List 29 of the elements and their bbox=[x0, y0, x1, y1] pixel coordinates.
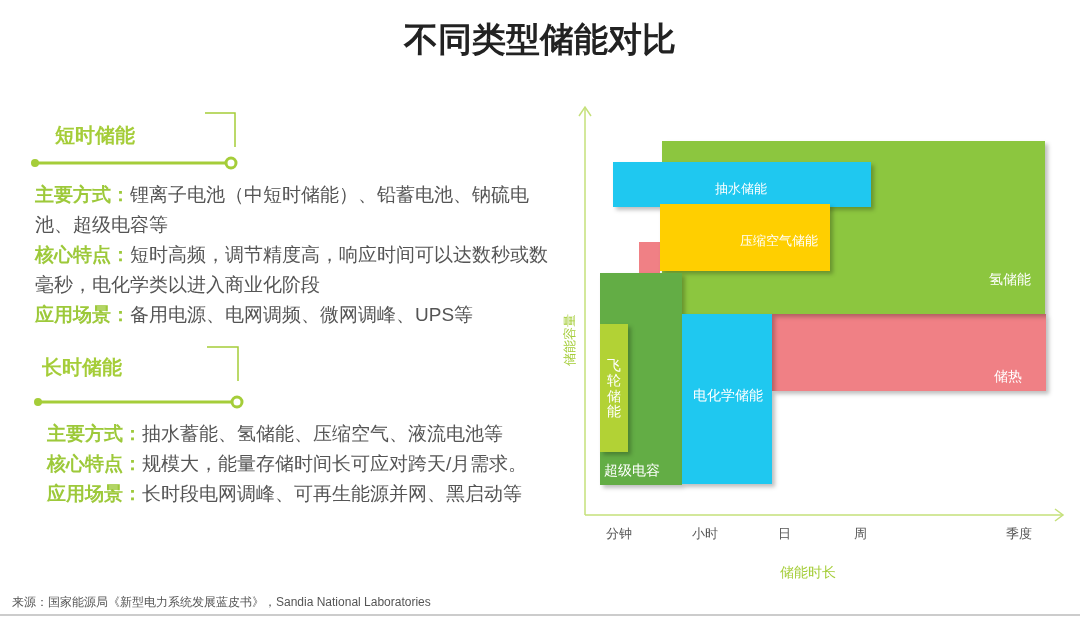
description-text: 核心特点：规模大，能量存储时间长可应对跨天/月需求。 bbox=[47, 452, 529, 476]
axis-tick-label: 周 bbox=[854, 525, 867, 543]
block-label: 储热 bbox=[994, 367, 1022, 386]
block-label: 氢储能 bbox=[989, 270, 1031, 289]
storage-range-block bbox=[772, 314, 1046, 391]
description-text: 主要方式：抽水蓄能、氢储能、压缩空气、液流电池等 bbox=[47, 422, 504, 446]
block-label: 飞轮储能 bbox=[607, 358, 621, 420]
description-text: 核心特点：短时高频，调节精度高，响应时间可以达数秒或数毫秒，电化学类以进入商业化阶段 bbox=[35, 243, 549, 297]
block-label: 压缩空气储能 bbox=[740, 232, 818, 250]
axis-tick-label: 日 bbox=[778, 525, 791, 543]
storage-range-block bbox=[600, 324, 628, 452]
block-label: 超级电容 bbox=[604, 461, 660, 480]
description-text: 主要方式：锂离子电池（中短时储能）、铅蓄电池、钠硫电池、超级电容等 bbox=[35, 183, 530, 237]
axis-tick-label: 季度 bbox=[1006, 525, 1032, 543]
storage-range-block bbox=[613, 162, 871, 207]
axis-title: 储能时长 bbox=[780, 563, 836, 582]
description-text: 应用场景：备用电源、电网调频、微网调峰、UPS等 bbox=[35, 303, 475, 327]
storage-range-block bbox=[682, 314, 772, 484]
axis-tick-label: 分钟 bbox=[606, 525, 632, 543]
section-heading: 短时储能 bbox=[55, 123, 135, 148]
block-label: 电化学储能 bbox=[693, 386, 763, 405]
description-text: 应用场景：长时段电网调峰、可再生能源并网、黑启动等 bbox=[47, 482, 523, 506]
title: 不同类型储能对比 bbox=[402, 19, 677, 60]
storage-range-block bbox=[600, 273, 682, 485]
section-heading: 长时储能 bbox=[42, 355, 122, 380]
axis-tick-label: 小时 bbox=[692, 525, 718, 543]
block-label: 抽水储能 bbox=[715, 180, 767, 198]
axis-title: 储能容量 bbox=[561, 312, 579, 368]
source-note: 来源：国家能源局《新型电力系统发展蓝皮书》，Sandia National Laboratories bbox=[12, 594, 431, 611]
